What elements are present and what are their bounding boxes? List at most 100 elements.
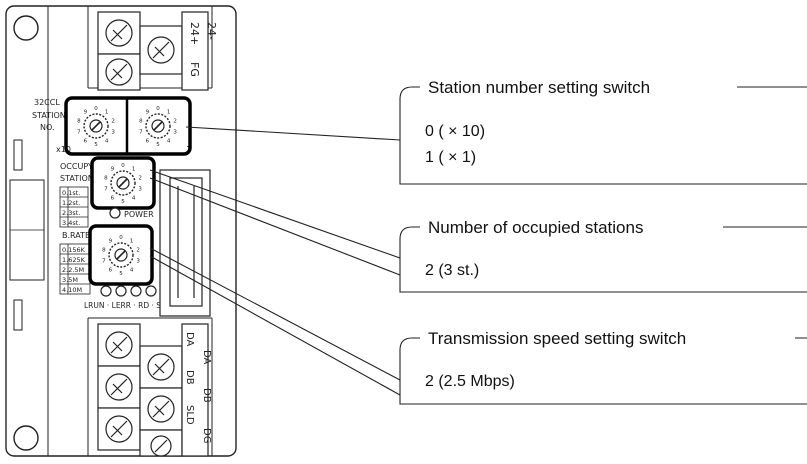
dial-digit: 2 [136, 247, 140, 253]
rate-option: 0.156K [62, 246, 86, 254]
screw-icon [105, 19, 133, 47]
screw-icon [105, 415, 133, 443]
dial-digit: 7 [77, 130, 81, 136]
dial-digit: 8 [139, 118, 143, 124]
dial-digit: 6 [84, 139, 88, 145]
screw-icon [150, 435, 172, 457]
no-label: NO. [40, 123, 55, 132]
dial-digit: 2 [173, 118, 177, 124]
screw-icon [105, 373, 133, 401]
screw-icon [147, 395, 175, 423]
callout-line-occupied-1: 2 (3 st.) [425, 262, 479, 279]
dial-digit: 5 [94, 142, 98, 148]
callout-frame-speed [399, 337, 807, 405]
terminal-label-db-2: DB [201, 388, 212, 403]
dial-digit: 6 [109, 268, 113, 274]
terminal-label-db-1: DB [184, 370, 195, 385]
terminal-label-sld: SLD [184, 405, 195, 425]
module-housing [5, 5, 237, 457]
b-rate-label: B.RATE [62, 231, 90, 240]
led-sd [145, 285, 157, 297]
terminal-label-da-1: DA [184, 332, 195, 347]
dial-digit: 8 [77, 118, 81, 124]
module [5, 5, 237, 457]
dial-digit: 9 [84, 109, 88, 115]
terminal-label-da-2: DA [201, 350, 212, 365]
dial-digit: 2 [111, 118, 115, 124]
transmission-speed-switch[interactable] [88, 224, 154, 286]
rate-option: 4.10M [62, 286, 82, 294]
dial-digit: 0 [156, 106, 160, 112]
model-label: 32CCL [34, 98, 60, 107]
leader-line-occupied [149, 169, 401, 259]
dial-digit: 1 [167, 109, 171, 115]
leader-line-speed-2 [149, 255, 401, 396]
dial-digit: 7 [104, 187, 108, 193]
led-labels: LRUN · LERR · RD · SD [84, 301, 167, 310]
rate-option: 1.625K [62, 256, 86, 264]
dial-digit: 9 [146, 109, 150, 115]
station-number-switches[interactable] [64, 96, 192, 156]
occupy-option: 3.4st. [62, 219, 80, 227]
occupied-stations-switch[interactable] [90, 156, 156, 210]
dial-digit: 8 [102, 247, 106, 253]
dial-digit: 4 [105, 139, 109, 145]
leader-lines [149, 126, 401, 396]
dial-digit: 5 [156, 142, 160, 148]
dial-digit: 0 [94, 106, 98, 112]
dial-digit: 3 [138, 187, 142, 193]
dial-digit: 2 [138, 175, 142, 181]
terminal-label-24minus: 24- [205, 22, 218, 40]
occupy-option: 1.2st. [62, 199, 80, 207]
dial-digit: 9 [109, 238, 113, 244]
callout-title-occupied: Number of occupied stations [428, 218, 643, 237]
station-label: STATION [32, 111, 66, 120]
callout-line-speed-1: 2 (2.5 Mbps) [425, 373, 515, 390]
terminal-label-dg: DG [201, 428, 212, 443]
occupy-station-label: STATION [60, 174, 94, 183]
power-led [109, 207, 121, 219]
dial-digit: 5 [121, 199, 125, 205]
occupy-label: OCCUPY [60, 162, 93, 171]
connector [159, 169, 211, 317]
dial-digit: 6 [111, 196, 115, 202]
leader-line-station [185, 126, 401, 141]
dial-digit: 3 [136, 259, 140, 265]
dial-digit: 4 [130, 268, 134, 274]
led-lerr [115, 285, 127, 297]
screw-icon [147, 36, 175, 64]
screw-icon [105, 58, 133, 86]
callout-frame-occupied [399, 226, 807, 293]
leader-line-occupied-2 [149, 177, 401, 276]
led-lrun [100, 285, 112, 297]
dial-digit: 3 [173, 130, 177, 136]
dial-digit: 1 [132, 166, 136, 172]
occupy-option: 0.1st. [62, 189, 80, 197]
dial-digit: 7 [139, 130, 143, 136]
dial-digit: 6 [146, 139, 150, 145]
dial-digit: 0 [119, 235, 123, 241]
callout-frame-station [399, 86, 807, 185]
rate-option: 2.2.5M [62, 266, 84, 274]
dial-digit: 1 [105, 109, 109, 115]
rate-option: 3.5M [62, 276, 78, 284]
callout-title-speed: Transmission speed setting switch [428, 329, 686, 348]
top-terminal-block [97, 11, 209, 91]
x10-label: x10 [56, 145, 71, 154]
bottom-terminal-block [97, 323, 209, 457]
dial-digit: 1 [130, 238, 134, 244]
screw-icon [147, 353, 175, 381]
status-leds [100, 285, 157, 297]
mount-hole-top [13, 15, 39, 41]
dial-digit: 7 [102, 259, 106, 265]
dial-digit: 8 [104, 175, 108, 181]
terminal-label-fg: FG [188, 62, 201, 77]
dial-digit: 0 [121, 163, 125, 169]
power-label: POWER [124, 210, 154, 219]
callout-boxes [399, 86, 807, 405]
